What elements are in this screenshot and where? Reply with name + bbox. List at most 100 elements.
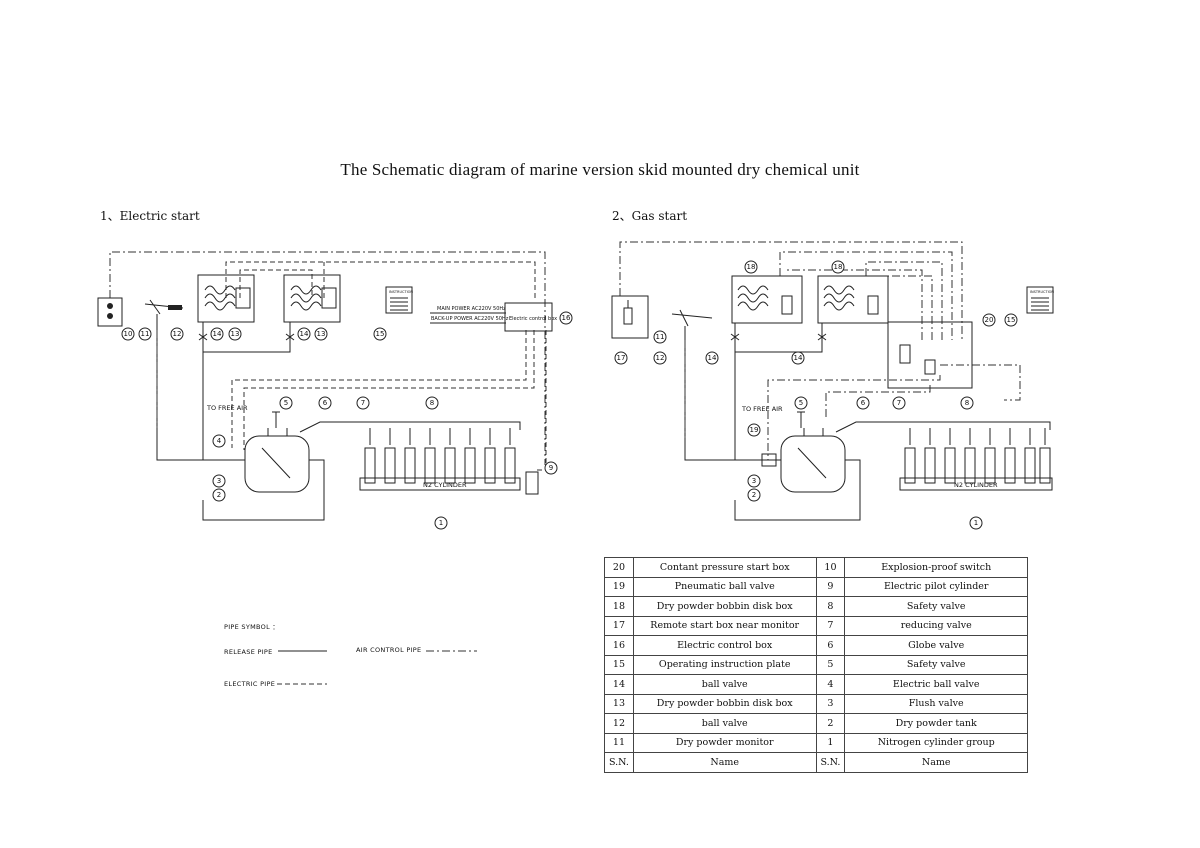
svg-text:15: 15 <box>1007 316 1016 324</box>
n2-cylinder-label-1: N2 CYLINDER <box>423 481 467 489</box>
name-cell: reducing valve <box>844 615 1028 636</box>
svg-text:INSTRUCTION: INSTRUCTION <box>1030 290 1054 294</box>
serial-number-cell: 16 <box>604 635 634 656</box>
svg-text:17: 17 <box>617 354 626 362</box>
pneumatic-ball-valve <box>761 453 777 467</box>
backup-power-label: BACK-UP POWER AC220V 50Hz <box>431 316 509 322</box>
name-cell: ball valve <box>632 713 817 734</box>
svg-text:INSTRUCTION: INSTRUCTION <box>389 290 413 294</box>
page-title: The Schematic diagram of marine version … <box>340 160 860 179</box>
name-cell: Electric ball valve <box>844 674 1028 695</box>
svg-text:14: 14 <box>794 354 803 362</box>
electric-line-to-valve <box>231 330 527 448</box>
electric-line-2 <box>243 330 535 450</box>
name-cell: Electric pilot cylinder <box>844 576 1028 597</box>
serial-number-cell: S.N. <box>604 752 634 773</box>
name-cell: Safety valve <box>844 654 1028 675</box>
bobbin-disk-box-1 <box>197 274 255 323</box>
serial-number-cell: 1 <box>815 732 846 753</box>
to-free-air-label: TO FREE AIR <box>206 404 248 412</box>
n2-cylinder-rack-gas <box>899 477 1053 491</box>
svg-text:5: 5 <box>799 399 803 407</box>
name-cell: Flush valve <box>844 693 1028 714</box>
svg-text:8: 8 <box>430 399 434 407</box>
name-cell: ball valve <box>632 674 817 695</box>
dry-powder-tank-gas <box>780 435 846 493</box>
serial-number-cell: 10 <box>815 557 846 578</box>
svg-text:12: 12 <box>173 330 182 338</box>
svg-text:1: 1 <box>974 519 978 527</box>
n2-cylinder-label-2: N2 CYLINDER <box>954 481 998 489</box>
bobbin-disk-box-gas-2 <box>817 275 889 324</box>
electric-loop-b <box>239 269 313 298</box>
svg-text:6: 6 <box>861 399 866 407</box>
name-cell: Dry powder bobbin disk box <box>632 693 817 714</box>
serial-number-cell: S.N. <box>815 752 846 773</box>
svg-text:20: 20 <box>985 316 994 324</box>
serial-number-cell: 3 <box>815 693 846 714</box>
name-cell: Electric control box <box>632 635 817 656</box>
name-cell: Operating instruction plate <box>632 654 817 675</box>
serial-number-cell: 14 <box>604 674 634 695</box>
tank-outlet-pipe <box>299 421 330 433</box>
electric-pilot-cylinder <box>525 471 539 495</box>
svg-text:18: 18 <box>747 263 756 271</box>
dry-powder-tank <box>244 435 310 493</box>
monitor-release-pipe <box>156 330 203 461</box>
to-free-air-label-gas: TO FREE AIR <box>741 405 783 413</box>
svg-text:16: 16 <box>562 314 571 322</box>
serial-number-cell: 8 <box>815 596 846 617</box>
svg-text:2: 2 <box>217 491 221 499</box>
svg-text:11: 11 <box>141 330 150 338</box>
section-heading-gas-start: 2、Gas start <box>612 209 688 223</box>
electric-control-box-label: Electric control box <box>509 316 557 322</box>
air-control-loop-1 <box>109 251 546 465</box>
electric-control-box <box>504 302 553 332</box>
serial-number-cell: 11 <box>604 732 634 753</box>
svg-text:3: 3 <box>752 477 756 485</box>
section-heading-electric-start: 1、Electric start <box>100 209 200 223</box>
svg-text:18: 18 <box>834 263 843 271</box>
name-cell: Dry powder monitor <box>632 732 817 753</box>
name-cell: Name <box>632 752 817 773</box>
electric-loop-a <box>225 261 536 300</box>
svg-text:9: 9 <box>549 464 553 472</box>
svg-text:10: 10 <box>124 330 133 338</box>
serial-number-cell: 2 <box>815 713 846 734</box>
electric-pipe-label: ELECTRIC PIPE <box>224 680 276 688</box>
serial-number-cell: 18 <box>604 596 634 617</box>
svg-text:8: 8 <box>965 399 969 407</box>
remote-start-box <box>611 295 649 339</box>
name-cell: Remote start box near monitor <box>632 615 817 636</box>
name-cell: Globe valve <box>844 635 1028 656</box>
air-to-pneumatic-valve <box>767 375 941 460</box>
n2-cylinder-rack <box>359 477 521 491</box>
instruction-plate <box>385 286 413 314</box>
serial-number-cell: 4 <box>815 674 846 695</box>
explosion-proof-switch <box>97 297 123 327</box>
name-cell: Explosion-proof switch <box>844 557 1028 578</box>
svg-text:4: 4 <box>217 437 222 445</box>
electric-start-diagram: MAIN POWER AC220V 50Hz BACK-UP POWER AC2… <box>97 251 573 530</box>
name-cell: Name <box>844 752 1028 773</box>
callouts-diagram-2: 18 18 17 11 12 14 14 20 15 5 6 7 8 19 3 … <box>614 260 1018 530</box>
svg-text:5: 5 <box>284 399 288 407</box>
serial-number-cell: 9 <box>815 576 846 597</box>
nitrogen-manifold <box>330 421 521 430</box>
svg-text:7: 7 <box>897 399 901 407</box>
name-cell: Dry powder tank <box>844 713 1028 734</box>
dry-powder-monitor-icon <box>144 299 184 330</box>
name-cell: Pneumatic ball valve <box>632 576 817 597</box>
svg-text:6: 6 <box>323 399 328 407</box>
bobbin-disk-box-2 <box>283 274 341 323</box>
svg-text:3: 3 <box>217 477 221 485</box>
instruction-plate-gas <box>1026 286 1054 314</box>
